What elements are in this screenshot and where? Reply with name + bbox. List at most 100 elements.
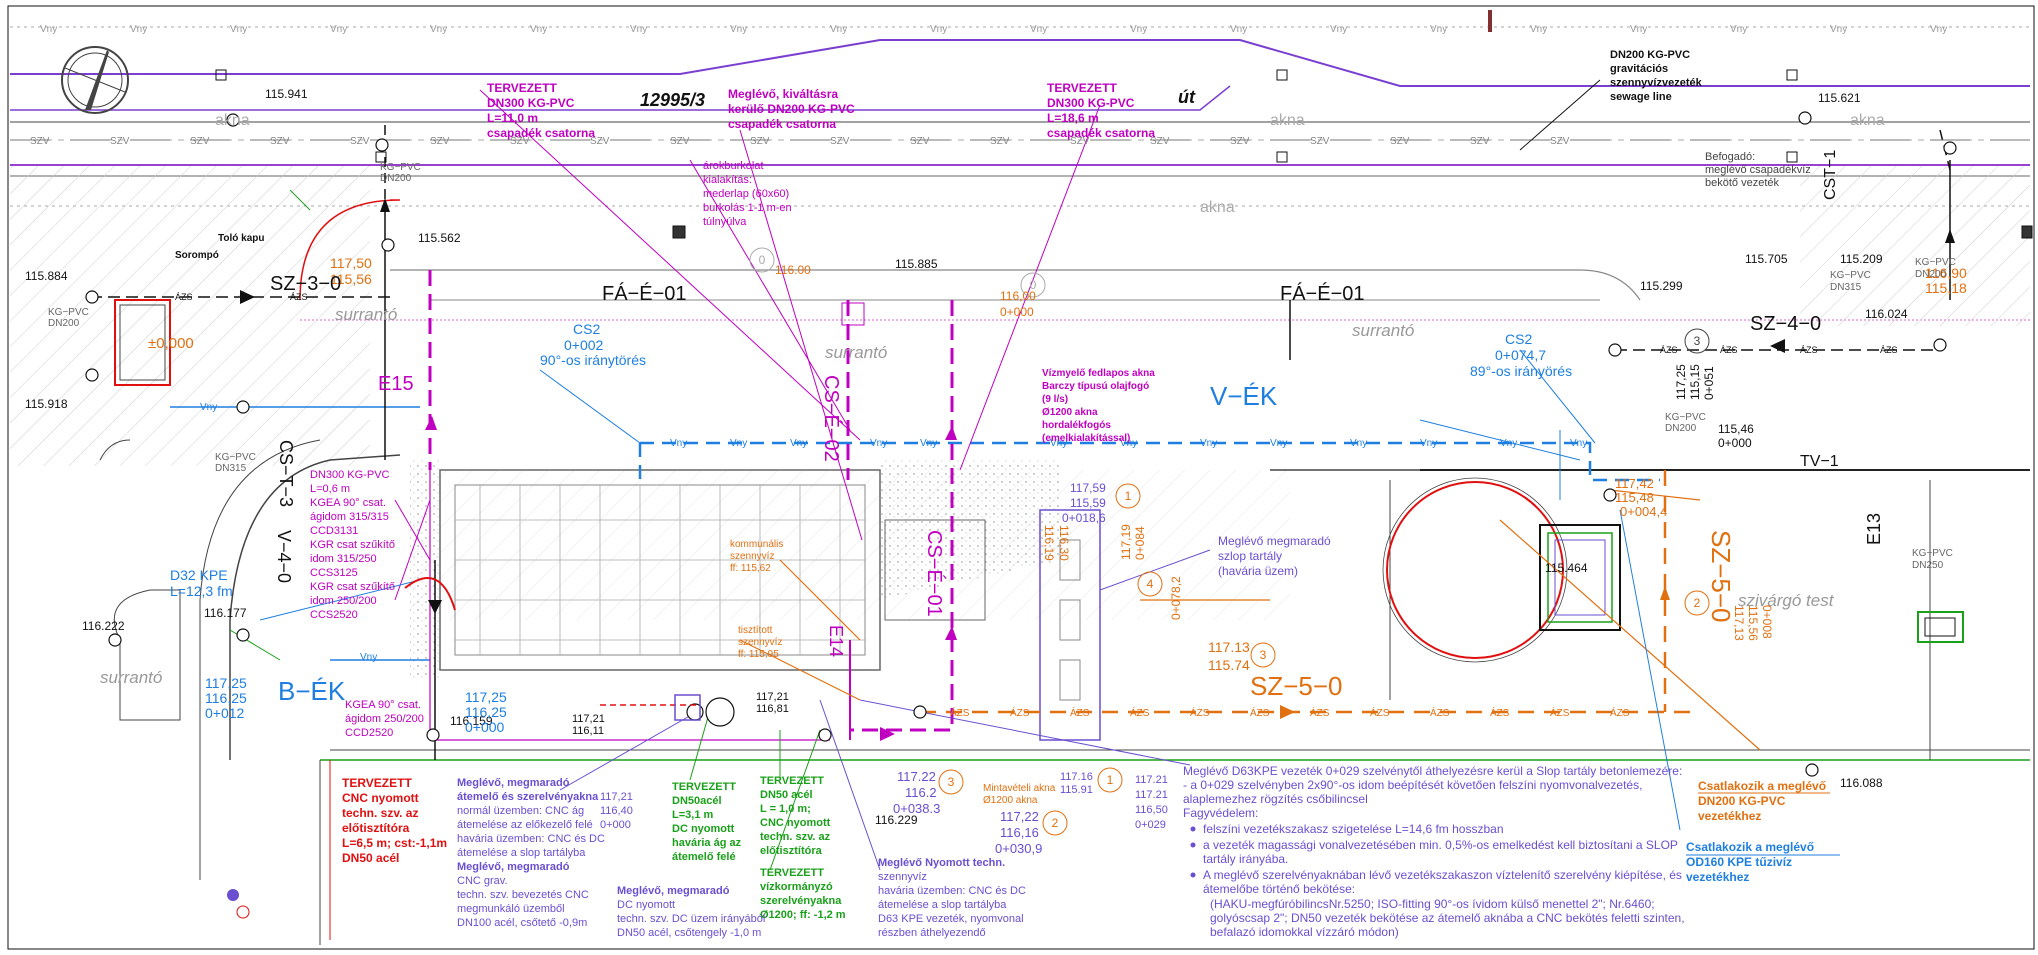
svg-text:SZV: SZV xyxy=(1390,136,1410,147)
relocation-note: Meglévő D63KPE vezeték 0+029 szelvénytől… xyxy=(1183,764,1685,939)
parcel-number: 12995/3 xyxy=(640,90,705,110)
svg-text:117.16: 117.16 xyxy=(1060,771,1093,783)
svg-text:Vny: Vny xyxy=(1200,438,1217,449)
dc-havaria-note: TERVEZETT DN50acél L=3,1 m DC nyomott ha… xyxy=(672,781,742,863)
svg-text:Vny: Vny xyxy=(920,438,937,449)
svg-text:ÁZS: ÁZS xyxy=(1250,706,1270,719)
svg-text:szennyvízvezeték: szennyvízvezeték xyxy=(1610,77,1703,89)
svg-text:115.464: 115.464 xyxy=(1545,561,1588,575)
svg-text:ff: 115,62: ff: 115,62 xyxy=(730,563,771,574)
svg-text:DN200 KG-PVC: DN200 KG-PVC xyxy=(1610,49,1690,61)
svg-text:hordalékfogós: hordalékfogós xyxy=(1042,420,1111,431)
svg-text:sewage line: sewage line xyxy=(1610,91,1672,103)
svg-text:CNC nyomott: CNC nyomott xyxy=(760,817,831,829)
svg-text:SZV: SZV xyxy=(910,136,930,147)
rotated-elevations: 117,25 115,15 0+051 xyxy=(1674,364,1716,400)
pipe-spec-labels: KG−PVC DN200 KG−PVC DN315 KG−PVC DN315 K… xyxy=(48,162,1956,571)
svg-text:CNC nyomott: CNC nyomott xyxy=(342,791,419,805)
svg-text:CS−É−01: CS−É−01 xyxy=(923,530,946,617)
svg-text:techn. szv. az: techn. szv. az xyxy=(342,806,418,820)
svg-text:117,59: 117,59 xyxy=(1070,481,1106,495)
svg-text:ÁZS: ÁZS xyxy=(1130,706,1150,719)
blue-stream-labels: V−ÉK B−ÉK xyxy=(278,381,1278,706)
svg-text:3: 3 xyxy=(948,775,955,789)
svg-text:ÁZS: ÁZS xyxy=(1430,706,1450,719)
svg-text:ÁZS: ÁZS xyxy=(1310,706,1330,719)
svg-text:Vny: Vny xyxy=(360,652,377,663)
blue-leaders xyxy=(259,349,1681,831)
svg-text:surrantó: surrantó xyxy=(100,668,162,687)
svg-text:(emelkialakítással): (emelkialakítással) xyxy=(1042,433,1130,444)
svg-text:surrantó: surrantó xyxy=(825,343,887,362)
svg-text:vezetékhez: vezetékhez xyxy=(1686,870,1749,884)
lift-elev: 117,21 116,40 0+000 xyxy=(600,791,633,831)
svg-text:Vny: Vny xyxy=(1270,438,1287,449)
svg-text:115,15: 115,15 xyxy=(1688,364,1702,400)
svg-text:CS−T−3: CS−T−3 xyxy=(276,440,296,507)
svg-text:1: 1 xyxy=(1107,773,1114,787)
svg-text:KG−PVC: KG−PVC xyxy=(215,452,256,463)
pressure-sewer-note: Meglévő Nyomott techn. szennyvíz havária… xyxy=(878,857,1026,939)
svg-text:SZV: SZV xyxy=(1470,136,1490,147)
svg-text:0: 0 xyxy=(759,253,766,267)
svg-text:115.941: 115.941 xyxy=(265,87,308,101)
svg-text:átemelőbe történő bekötése:: átemelőbe történő bekötése: xyxy=(1203,882,1355,896)
svg-text:SZV: SZV xyxy=(270,136,290,147)
svg-text:Vny: Vny xyxy=(330,24,347,35)
svg-text:havária üzemben: CNC és DC: havária üzemben: CNC és DC xyxy=(878,885,1026,897)
orange-pipes xyxy=(739,489,1761,751)
svg-text:idom 315/250: idom 315/250 xyxy=(310,553,377,565)
svg-text:Fagyvédelem:: Fagyvédelem: xyxy=(1183,806,1258,820)
red-items xyxy=(114,299,701,940)
svg-text:csapadék csatorna: csapadék csatorna xyxy=(487,126,595,140)
svg-text:89°-os irányörés: 89°-os irányörés xyxy=(1470,363,1572,379)
svg-text:L=18,6 m: L=18,6 m xyxy=(1047,111,1099,125)
paved-zone-left xyxy=(10,166,370,466)
svg-text:ÁZS: ÁZS xyxy=(1610,706,1630,719)
svg-text:Meglévő, megmaradó: Meglévő, megmaradó xyxy=(617,885,730,897)
svg-text:0+008: 0+008 xyxy=(1760,605,1774,639)
svg-text:SZV: SZV xyxy=(1550,136,1570,147)
svg-text:116.024: 116.024 xyxy=(1865,307,1908,321)
svg-text:0+000: 0+000 xyxy=(1718,436,1752,450)
svg-text:Ø1200 akna: Ø1200 akna xyxy=(1042,407,1098,418)
svg-text:KGEA 90° csat.: KGEA 90° csat. xyxy=(345,699,421,711)
svg-text:Vny: Vny xyxy=(1230,24,1247,35)
svg-text:DN200: DN200 xyxy=(380,173,412,184)
svg-text:havária ág az: havária ág az xyxy=(672,837,742,849)
svg-text:117,21: 117,21 xyxy=(756,691,789,703)
svg-text:116,30: 116,30 xyxy=(1057,525,1071,561)
svg-text:D32 KPE: D32 KPE xyxy=(170,567,228,583)
svg-text:TERVEZETT: TERVEZETT xyxy=(760,775,824,787)
svg-text:115.91: 115.91 xyxy=(1060,784,1093,796)
magenta-stream-labels: E15 CS−É−02 CS−É−01 E14 xyxy=(378,373,946,657)
svg-text:Vny: Vny xyxy=(430,24,447,35)
gravel-zone xyxy=(880,460,1060,600)
svg-text:Mintavételi akna: Mintavételi akna xyxy=(983,783,1056,794)
svg-text:±0,000: ±0,000 xyxy=(148,335,194,352)
svg-text:3: 3 xyxy=(1260,648,1267,662)
svg-text:115,56: 115,56 xyxy=(1746,605,1760,641)
akna-labels: akna akna akna akna xyxy=(215,112,1885,216)
svg-text:szennyvíz: szennyvíz xyxy=(878,871,927,883)
svg-text:SZV: SZV xyxy=(990,136,1010,147)
building-block xyxy=(439,469,1101,741)
svg-text:Vny: Vny xyxy=(730,24,747,35)
svg-text:V−ÉK: V−ÉK xyxy=(1210,381,1278,411)
svg-text:SZV: SZV xyxy=(30,136,50,147)
svg-text:CCS2520: CCS2520 xyxy=(310,609,358,621)
gully-note: Vízmyelő fedlapos akna Barczy típusú ola… xyxy=(1042,368,1155,444)
svg-text:115,56: 115,56 xyxy=(330,271,372,287)
svg-text:Befogadó:: Befogadó: xyxy=(1705,151,1755,163)
svg-text:KG−PVC: KG−PVC xyxy=(1915,257,1956,268)
flow-arrows xyxy=(240,198,1955,741)
svg-text:golyóscsap 2"; DN50 vezeték be: golyóscsap 2"; DN50 vezeték bekötése az … xyxy=(1210,911,1685,925)
svg-text:FÁ−É−01: FÁ−É−01 xyxy=(1280,282,1365,305)
svg-text:L=6,5 m; cst:-1,1m: L=6,5 m; cst:-1,1m xyxy=(342,836,447,850)
svg-text:Vny: Vny xyxy=(1030,24,1047,35)
black-pipes xyxy=(384,125,1951,760)
svg-text:117,25: 117,25 xyxy=(205,675,247,691)
svg-text:DN200 KG-PVC: DN200 KG-PVC xyxy=(1698,794,1786,808)
